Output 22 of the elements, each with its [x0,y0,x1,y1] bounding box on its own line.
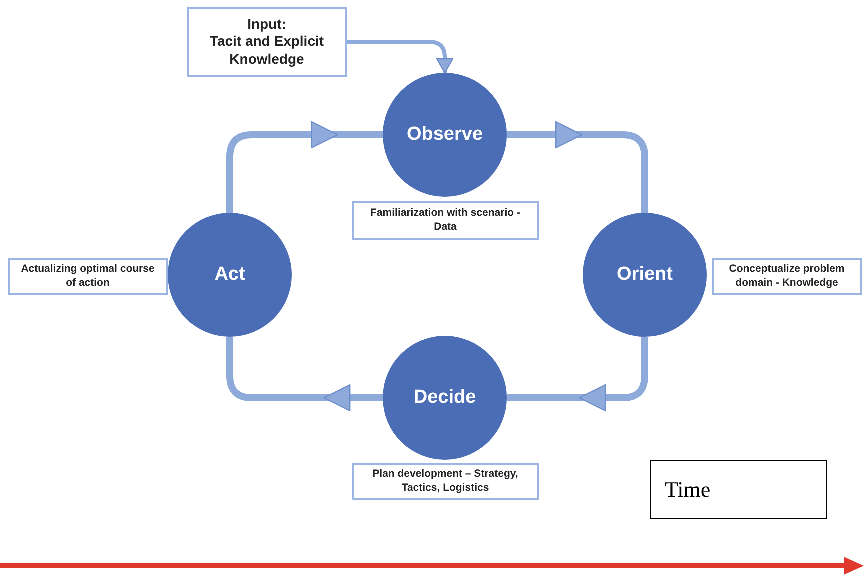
time-label: Time [665,476,711,502]
note-text: Familiarization with scenario - Data [370,207,522,234]
note-text: Plan development – Strategy, Tactics, Logistics [372,468,520,495]
arrow [507,121,648,213]
phase-label: Orient [617,264,673,286]
note-box [352,463,539,500]
phase-label: Act [214,264,246,286]
arrow [347,40,454,74]
arrow [226,337,383,412]
phase-label: Observe [406,124,484,146]
note-box [8,258,168,295]
arrow [226,121,383,213]
note-box [187,7,347,77]
note-box [712,258,862,295]
note-text: Tacit and Explicit Knowledge [208,33,326,68]
arrow [507,337,648,412]
time-box [650,460,827,519]
note-text: Actualizing optimal course of action [20,263,156,290]
note-box [352,201,539,240]
note-text: Input: [248,16,286,34]
note-text: Conceptualize problem domain - Knowledge [728,263,846,290]
phase-label: Decide [414,387,476,409]
